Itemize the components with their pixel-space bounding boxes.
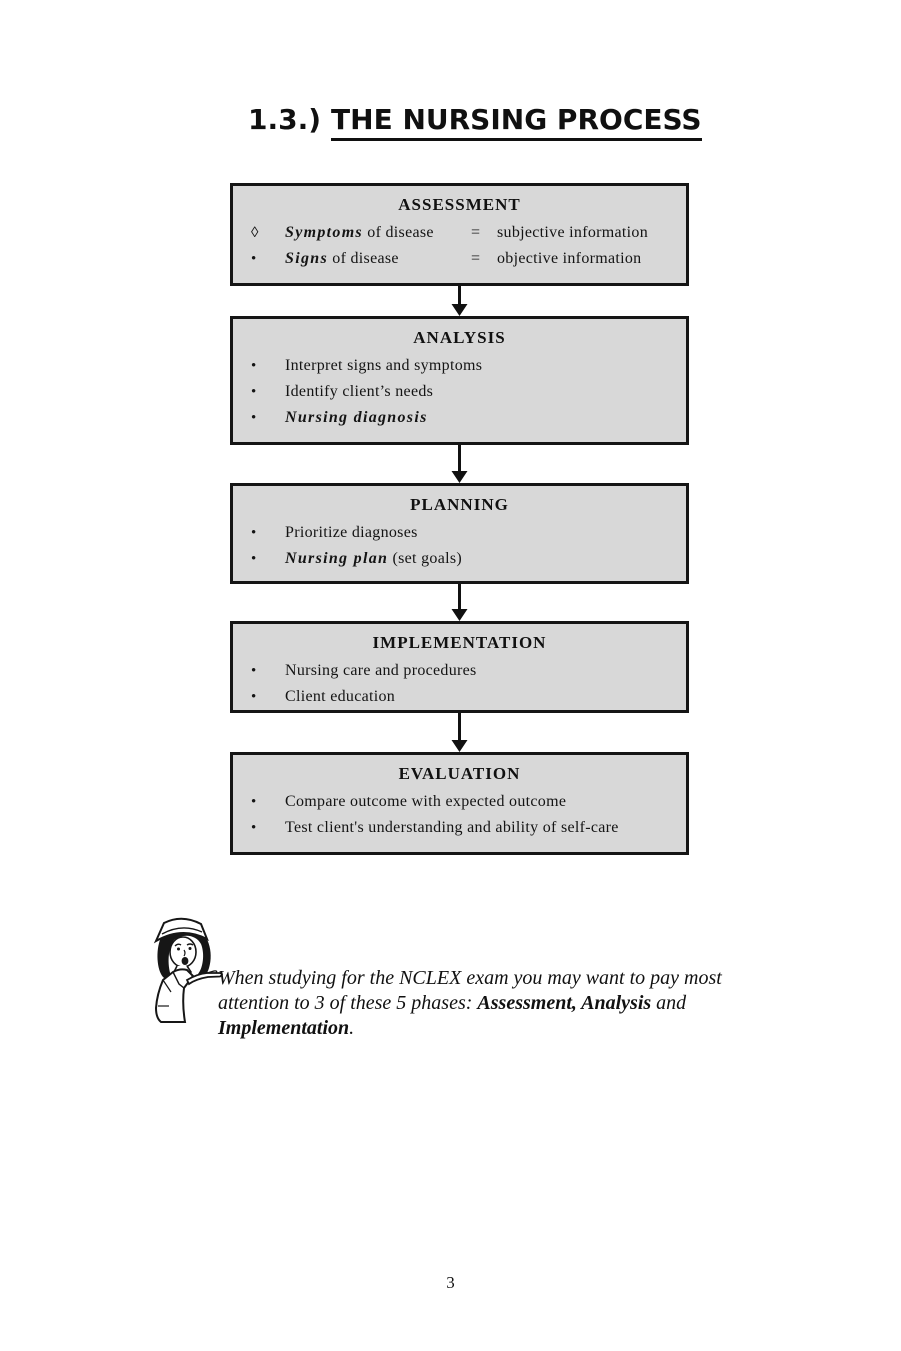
flowbox-implementation: IMPLEMENTATION • Nursing care and procedu… [230,621,689,713]
dot-bullet-icon: • [251,820,257,836]
dot-bullet-icon: • [251,689,257,705]
dot-bullet-icon: • [251,551,257,567]
list-item: • Compare outcome with expected outcome [233,789,686,815]
flowbox-analysis-header: ANALYSIS [413,328,506,347]
item-text: Signs of disease [285,250,399,267]
flowbox-implementation-header: IMPLEMENTATION [372,633,547,652]
item-text: Nursing diagnosis [285,409,428,426]
flowbox-analysis: ANALYSIS • Interpret signs and symptoms •… [230,316,689,445]
item-definition: subjective information [497,224,649,241]
list-item: • Test client's understanding and ability… [233,815,686,841]
equals-sign: = [471,250,481,267]
item-definition: objective information [497,250,642,267]
dot-bullet-icon: • [251,525,257,541]
flowbox-evaluation-header: EVALUATION [398,764,521,783]
section-number: 1.3.) [248,103,322,136]
page-title: 1.3.) THE NURSING PROCESS [248,103,702,141]
page-number: 3 [446,1273,455,1292]
flow-arrow-down-icon [450,584,469,621]
dot-bullet-icon: • [251,384,257,400]
flow-arrow-down-icon [450,286,469,316]
flowbox-planning: PLANNING • Prioritize diagnoses • Nursing … [230,483,689,584]
list-item: • Prioritize diagnoses [233,520,686,546]
dot-bullet-icon: • [251,358,257,374]
flowbox-assessment: ASSESSMENT ◊ Symptoms of disease = subjecti… [230,183,689,286]
item-text: Identify client’s needs [285,383,434,400]
flow-arrow-down-icon [450,713,469,752]
list-item: • Nursing plan (set goals) [233,546,686,572]
dot-bullet-icon: • [251,251,257,267]
equals-sign: = [471,224,481,241]
list-item: • Interpret signs and symptoms [233,353,686,379]
note-line: Implementation. [218,1017,355,1039]
flowbox-evaluation: EVALUATION • Compare outcome with expecte… [230,752,689,855]
list-item: • Identify client’s needs [233,379,686,405]
list-item: • Nursing diagnosis [233,405,686,431]
diamond-bullet-icon: ◊ [251,225,259,241]
list-item: • Signs of disease = objective information [233,246,686,272]
item-text: Interpret signs and symptoms [285,357,483,374]
study-note: When studying for the NCLEX exam you may… [218,966,758,1041]
item-text: Test client's understanding and ability … [285,819,619,836]
note-line: attention to 3 of these 5 phases: Assess… [218,992,687,1014]
item-text: Client education [285,688,396,705]
list-item: • Client education [233,684,686,710]
note-line: When studying for the NCLEX exam you may… [218,967,722,989]
item-text: Nursing care and procedures [285,662,477,679]
item-text: Prioritize diagnoses [285,524,418,541]
list-item: ◊ Symptoms of disease = subjective informat… [233,220,686,246]
list-item: • Nursing care and procedures [233,658,686,684]
item-text: Symptoms of disease [285,224,434,241]
dot-bullet-icon: • [251,410,257,426]
flowbox-assessment-header: ASSESSMENT [398,195,521,214]
dot-bullet-icon: • [251,794,257,810]
item-text: Compare outcome with expected outcome [285,793,567,810]
flowbox-planning-header: PLANNING [410,495,509,514]
dot-bullet-icon: • [251,663,257,679]
flow-arrow-down-icon [450,445,469,483]
item-text: Nursing plan (set goals) [285,550,463,567]
title-text: THE NURSING PROCESS [331,103,702,141]
nurse-pointing-icon [135,914,227,1028]
